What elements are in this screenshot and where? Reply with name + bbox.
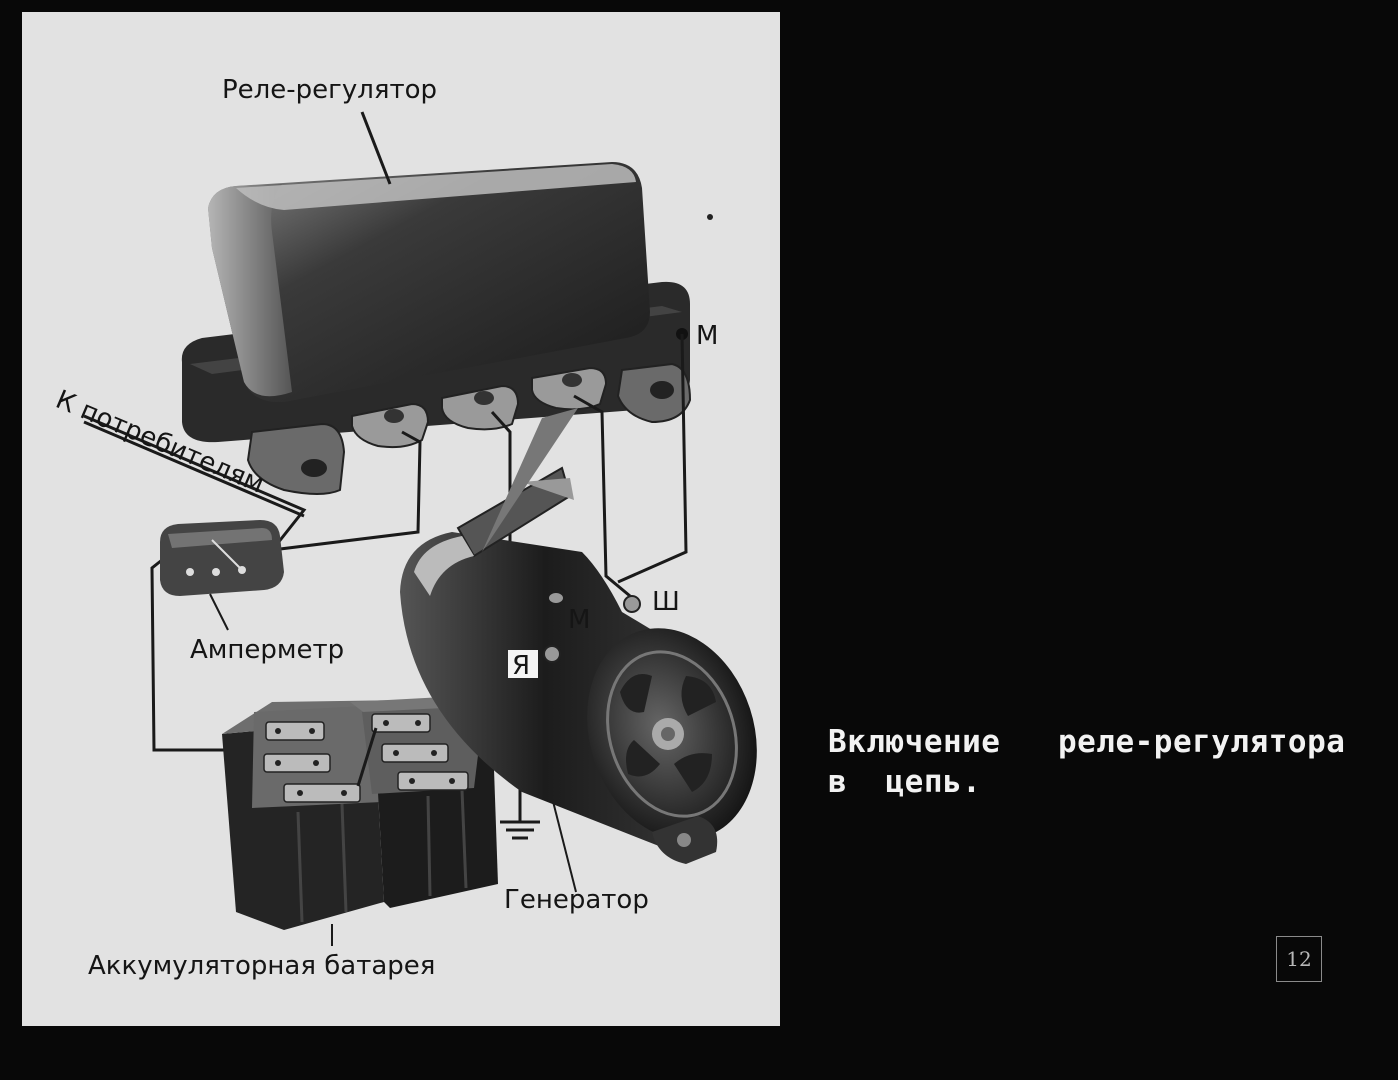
slide-number: 12	[1286, 947, 1312, 971]
generator-label: Генератор	[504, 885, 649, 915]
wiring-diagram: Реле-регулятор К потребителям Амперметр …	[51, 75, 757, 981]
illustration-panel: Реле-регулятор К потребителям Амперметр …	[22, 12, 780, 1026]
generator-terminal-sh-label: Ш	[652, 587, 680, 617]
ammeter	[160, 520, 284, 631]
relay-label: Реле-регулятор	[222, 75, 437, 105]
slide-caption: Включение реле-регулятора в цепь.	[828, 722, 1368, 802]
generator-terminal-ya-plate	[508, 650, 538, 678]
relay-leader-line	[360, 111, 392, 185]
relay-regulator	[181, 162, 713, 495]
battery	[222, 696, 498, 946]
generator	[400, 408, 757, 864]
ammeter-label: Амперметр	[190, 635, 344, 665]
generator-terminal-ya	[543, 645, 561, 663]
caption-line-2: в цепь.	[828, 764, 982, 800]
battery-label: Аккумуляторная батарея	[88, 951, 435, 981]
slide-number-badge: 12	[1276, 936, 1322, 982]
generator-terminal-sh	[623, 595, 641, 613]
relay-terminal-m-label: М	[696, 321, 718, 351]
ground-symbol	[500, 820, 540, 840]
generator-terminal-ya-label: Я	[512, 651, 530, 681]
generator-terminal-m-label: М	[568, 605, 590, 635]
caption-line-1: Включение реле-регулятора	[828, 724, 1346, 760]
